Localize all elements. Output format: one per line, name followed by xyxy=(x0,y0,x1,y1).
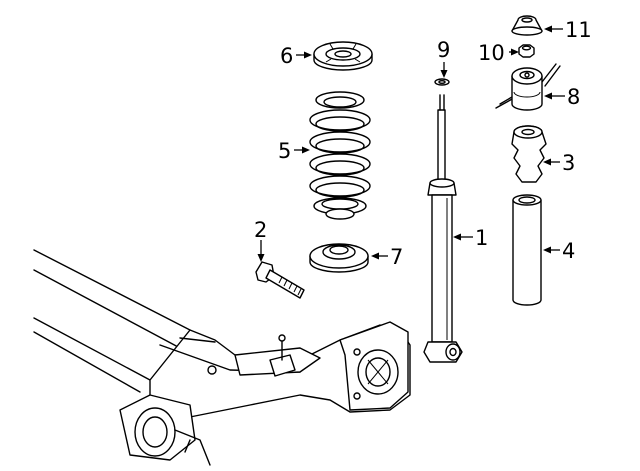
washer xyxy=(434,78,450,86)
callout-number-5: 5 xyxy=(278,139,291,163)
lower-spring-seat xyxy=(309,243,369,273)
upper-spring-seat xyxy=(313,41,373,71)
upper-mount xyxy=(495,63,561,111)
callout-number-9: 9 xyxy=(437,38,450,62)
callout-number-6: 6 xyxy=(280,44,293,68)
callout-number-3: 3 xyxy=(562,151,575,175)
callout-number-10: 10 xyxy=(478,41,505,65)
callout-leaders xyxy=(257,25,565,262)
dust-boot xyxy=(512,194,542,306)
bump-stop xyxy=(511,125,547,183)
callout-number-8: 8 xyxy=(567,85,580,109)
shock-absorber xyxy=(423,94,463,363)
nut xyxy=(518,44,535,58)
coil-spring xyxy=(309,91,371,220)
axle-beam xyxy=(33,249,411,466)
cap xyxy=(511,15,543,36)
callout-number-11: 11 xyxy=(565,18,592,42)
callout-numbers: 1 2 3 4 5 6 7 8 9 10 11 xyxy=(254,18,592,269)
callout-number-7: 7 xyxy=(390,245,403,269)
callout-number-1: 1 xyxy=(475,226,488,250)
bolt xyxy=(255,261,305,299)
callout-number-4: 4 xyxy=(562,239,575,263)
callout-number-2: 2 xyxy=(254,218,267,242)
